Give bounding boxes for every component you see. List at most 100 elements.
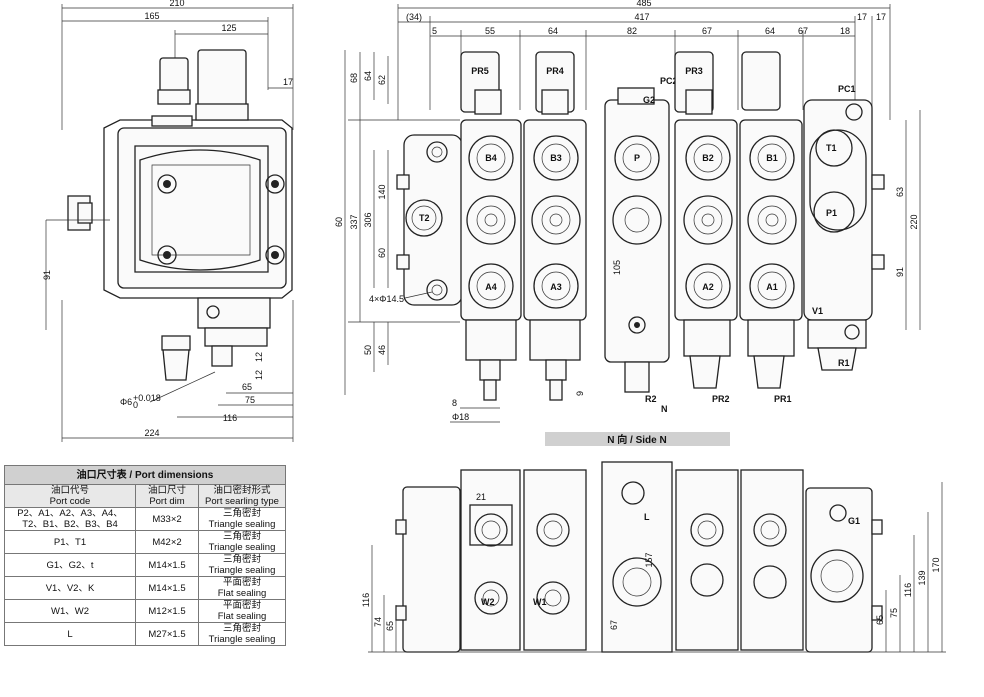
dim-91-r: 91 xyxy=(895,267,905,277)
dim-63-r: 63 xyxy=(895,187,905,197)
label-pr2: PR2 xyxy=(712,394,730,404)
dim-8: 8 xyxy=(452,398,457,408)
cell-port-dim: M27×1.5 xyxy=(135,622,199,646)
dim-phi18: Φ18 xyxy=(452,412,469,422)
cell-port-dim: M14×1.5 xyxy=(135,576,199,600)
dim-60b: 60 xyxy=(377,248,387,258)
port-a2: A2 xyxy=(702,282,714,292)
port-t2: T2 xyxy=(419,213,430,223)
port-b1: B1 xyxy=(766,153,778,163)
cell-port-code: G1、G2、t xyxy=(4,553,136,577)
dim-phi6: Φ6 xyxy=(120,397,132,407)
dim-165: 165 xyxy=(144,11,159,21)
dim-485: 485 xyxy=(636,0,651,8)
dim-417: 417 xyxy=(634,12,649,22)
table-row: P2、A1、A2、A3、A4、T2、B1、B2、B3、B4 M33×2 三角密封… xyxy=(4,507,286,531)
label-pr3: PR3 xyxy=(685,66,703,76)
port-p: P xyxy=(634,153,640,163)
dim-64-v: 64 xyxy=(363,71,373,81)
dim-65-side-l: 65 xyxy=(385,621,395,631)
dim-68: 68 xyxy=(349,73,359,83)
dim-21: 21 xyxy=(476,492,486,502)
dim-116-side-r: 116 xyxy=(903,583,913,597)
label-r1: R1 xyxy=(838,358,850,368)
dim-67b: 67 xyxy=(798,26,808,36)
cell-port-dim: M33×2 xyxy=(135,507,199,531)
port-b3: B3 xyxy=(550,153,562,163)
port-a3: A3 xyxy=(550,282,562,292)
port-p1: P1 xyxy=(826,208,837,218)
side-n-view: N 向 / Side N W2 21 W1 L 157 67 xyxy=(361,432,946,653)
dim-116-side-l: 116 xyxy=(361,593,371,607)
label-v1: V1 xyxy=(812,306,823,316)
dim-82: 82 xyxy=(627,26,637,36)
cell-port-dim: M14×1.5 xyxy=(135,553,199,577)
front-view: 485 (34) 417 17 17 5 55 64 82 67 64 67 1… xyxy=(334,0,921,423)
left-end-view: 210 165 125 17 xyxy=(42,0,294,442)
dim-67-side: 67 xyxy=(609,620,619,630)
port-w2: W2 xyxy=(481,597,495,607)
port-b4: B4 xyxy=(485,153,497,163)
label-g2: G2 xyxy=(643,95,655,105)
dim-337: 60 xyxy=(334,217,344,227)
dim-74: 74 xyxy=(373,617,383,627)
dim-50: 50 xyxy=(363,345,373,355)
dim-65-left: 65 xyxy=(242,382,252,392)
cell-port-code: V1、V2、K xyxy=(4,576,136,600)
label-pc2: PC2 xyxy=(660,76,678,86)
dim-12b: 12 xyxy=(254,370,264,380)
dim-220: 220 xyxy=(909,214,919,229)
dim-60a: 140 xyxy=(377,184,387,199)
dim-125: 125 xyxy=(221,23,236,33)
dim-157: 157 xyxy=(644,552,654,567)
label-n: N xyxy=(661,404,668,414)
dim-17-left: 17 xyxy=(283,77,293,87)
label-pr5: PR5 xyxy=(471,66,489,76)
dim-18: 18 xyxy=(840,26,850,36)
dim-46: 46 xyxy=(377,345,387,355)
cell-port-code: L xyxy=(4,622,136,646)
dim-9: 9 xyxy=(575,391,585,396)
dim-tol-upper: +0.018 xyxy=(133,393,161,403)
port-g1: G1 xyxy=(848,516,860,526)
port-a4: A4 xyxy=(485,282,497,292)
label-pr4: PR4 xyxy=(546,66,564,76)
dim-91-left: 91 xyxy=(42,270,52,280)
cell-port-code: P1、T1 xyxy=(4,530,136,554)
dim-105: 105 xyxy=(612,260,622,275)
dim-12a: 12 xyxy=(254,352,264,362)
label-r2: R2 xyxy=(645,394,657,404)
cell-port-code: P2、A1、A2、A3、A4、T2、B1、B2、B3、B4 xyxy=(4,507,136,531)
dim-140: 306 xyxy=(363,212,373,227)
port-t1: T1 xyxy=(826,143,837,153)
dim-tol-lower: 0 xyxy=(133,400,138,410)
dim-139: 139 xyxy=(917,570,927,585)
dim-55: 55 xyxy=(485,26,495,36)
dim-67a: 67 xyxy=(702,26,712,36)
label-pc1: PC1 xyxy=(838,84,856,94)
dim-75-left: 75 xyxy=(245,395,255,405)
dim-64b: 64 xyxy=(765,26,775,36)
dim-64a: 64 xyxy=(548,26,558,36)
label-pr1: PR1 xyxy=(774,394,792,404)
dim-210: 210 xyxy=(169,0,184,8)
port-l: L xyxy=(644,512,650,522)
dim-17a: 17 xyxy=(857,12,867,22)
cell-port-code: W1、W2 xyxy=(4,599,136,623)
dim-17b: 17 xyxy=(876,12,886,22)
dim-224: 224 xyxy=(144,428,159,438)
port-w1: W1 xyxy=(533,597,547,607)
port-a1: A1 xyxy=(766,282,778,292)
